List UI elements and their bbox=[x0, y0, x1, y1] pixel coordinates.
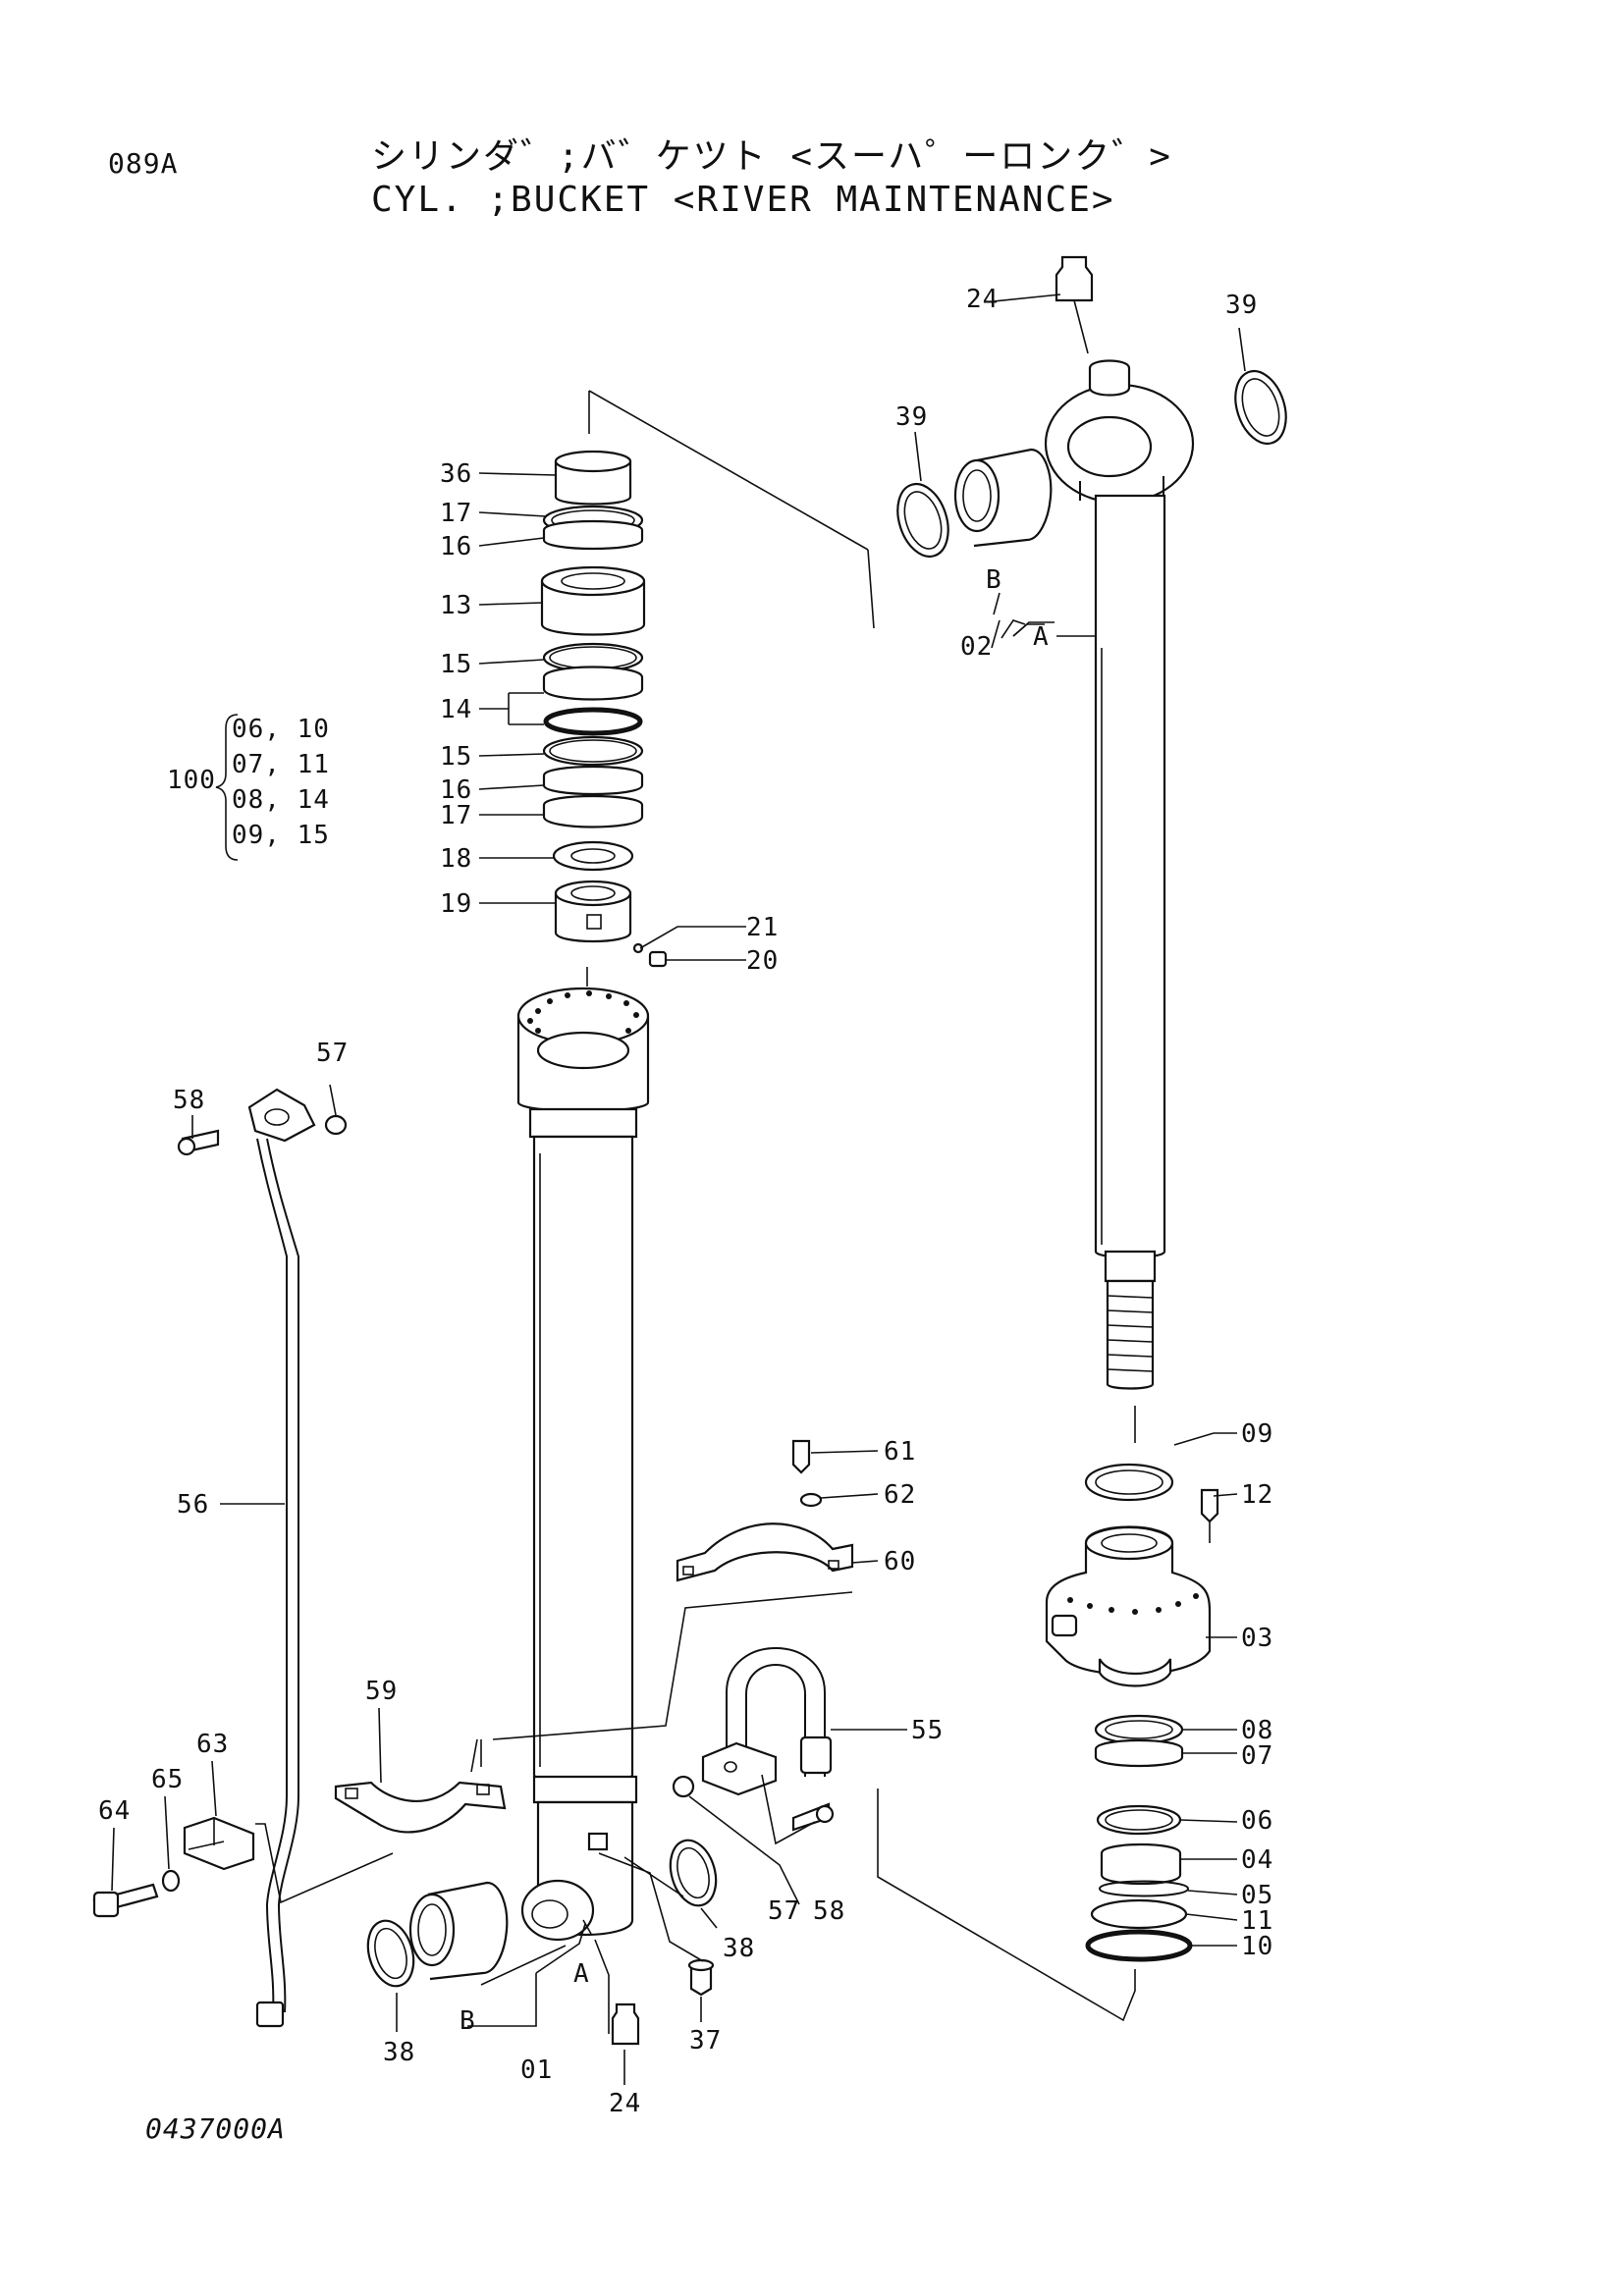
callout-09: 09 bbox=[1241, 1419, 1274, 1449]
seal-ring-09 bbox=[1084, 1463, 1174, 1502]
callout-17: 17 bbox=[440, 499, 473, 528]
leaders-bracket-63 bbox=[111, 1760, 394, 1904]
callout-16: 16 bbox=[440, 532, 473, 561]
title-english: CYL. ;BUCKET <RIVER MAINTENANCE> bbox=[371, 180, 1115, 220]
callout-58: 58 bbox=[173, 1086, 206, 1115]
callout-12: 12 bbox=[1241, 1480, 1274, 1510]
clamp-60 bbox=[676, 1439, 854, 1582]
seal-ring-38-left bbox=[366, 1919, 415, 1988]
callout-39: 39 bbox=[1225, 291, 1259, 320]
callout-14: 14 bbox=[440, 695, 473, 724]
piston-rod bbox=[1094, 494, 1166, 1390]
callout-38: 38 bbox=[383, 2038, 416, 2067]
leaders-hose-55 bbox=[688, 1729, 907, 1905]
title-japanese: シリンダ゛;バ゛ケツト <スーハ゜ーロンク゛> bbox=[371, 136, 1172, 177]
callout-07: 07 bbox=[1241, 1741, 1274, 1771]
callout-b: B bbox=[460, 2006, 476, 2036]
callout-06: 06 bbox=[1241, 1806, 1274, 1836]
callout-17: 17 bbox=[440, 801, 473, 830]
callout-62: 62 bbox=[884, 1480, 917, 1510]
callout-20: 20 bbox=[746, 946, 780, 976]
callout-19: 19 bbox=[440, 889, 473, 919]
callout-03: 03 bbox=[1241, 1624, 1274, 1653]
callout-65: 65 bbox=[151, 1765, 185, 1794]
seal-ring-39-right bbox=[1234, 370, 1287, 445]
kit-brace bbox=[215, 714, 239, 861]
callout-b: B bbox=[986, 565, 1002, 595]
callout-05: 05 bbox=[1241, 1881, 1274, 1910]
seal-ring-39-left bbox=[896, 483, 949, 558]
grease-fitting-24-bottom bbox=[611, 2002, 640, 2046]
callout-16: 16 bbox=[440, 775, 473, 805]
head-seal-stack bbox=[1085, 1714, 1193, 1962]
bracket-63-bolt-64 bbox=[92, 1816, 255, 1918]
grease-fitting-24-top bbox=[993, 255, 1094, 354]
hose-55 bbox=[672, 1647, 835, 1832]
callout-13: 13 bbox=[440, 591, 473, 620]
callout-15: 15 bbox=[440, 650, 473, 679]
callout-63: 63 bbox=[196, 1730, 230, 1759]
rod-end-eye bbox=[1044, 359, 1195, 505]
callout-15: 15 bbox=[440, 742, 473, 772]
pin-bushing-bottom bbox=[408, 1881, 509, 1981]
callout-11: 11 bbox=[1241, 1906, 1274, 1936]
leaders-clamp-59 bbox=[378, 1707, 478, 1784]
callout-59: 59 bbox=[365, 1677, 399, 1706]
callout-57: 57 bbox=[768, 1896, 801, 1926]
cylinder-head-03 bbox=[1045, 1488, 1219, 1687]
pipe-56 bbox=[177, 1088, 348, 2028]
callout-55: 55 bbox=[911, 1716, 945, 1745]
kit-item: 06, 10 bbox=[232, 715, 330, 744]
piston-stack bbox=[540, 390, 875, 987]
callout-39: 39 bbox=[895, 402, 929, 432]
leaders-head-03 bbox=[1134, 1406, 1238, 1638]
clamp-59 bbox=[334, 1781, 507, 1834]
leaders-piston-stack bbox=[478, 472, 746, 961]
callout-04: 04 bbox=[1241, 1845, 1274, 1875]
callout-08: 08 bbox=[1241, 1716, 1274, 1745]
callout-a: A bbox=[1033, 622, 1050, 652]
kit-item: 08, 14 bbox=[232, 785, 330, 815]
callout-18: 18 bbox=[440, 844, 473, 874]
kit-item: 07, 11 bbox=[232, 750, 330, 779]
callout-38: 38 bbox=[723, 1934, 756, 1963]
callout-58: 58 bbox=[813, 1896, 846, 1926]
leaders-bottom bbox=[396, 1852, 718, 2085]
callout-24: 24 bbox=[966, 285, 1000, 314]
pin-bushing-top bbox=[953, 448, 1053, 548]
callout-01: 01 bbox=[520, 2056, 554, 2085]
callout-60: 60 bbox=[884, 1547, 917, 1576]
callout-02: 02 bbox=[960, 632, 994, 662]
leaders-upper-right bbox=[914, 327, 1246, 649]
callout-57: 57 bbox=[316, 1039, 350, 1068]
drawing-number: 0437000A bbox=[145, 2112, 286, 2145]
kit-item: 09, 15 bbox=[232, 821, 330, 850]
callout-64: 64 bbox=[98, 1796, 132, 1826]
leaders-pipe-56 bbox=[191, 1084, 337, 1505]
callout-61: 61 bbox=[884, 1437, 917, 1467]
cylinder-tube bbox=[516, 987, 650, 1942]
plug-37 bbox=[687, 1958, 715, 1997]
callout-37: 37 bbox=[689, 2026, 723, 2056]
leaders-clamp-60 bbox=[480, 1450, 879, 1767]
callout-21: 21 bbox=[746, 913, 780, 942]
callout-a: A bbox=[573, 1959, 590, 1989]
kit-number: 100 bbox=[167, 766, 216, 795]
callout-36: 36 bbox=[440, 459, 473, 489]
callout-10: 10 bbox=[1241, 1932, 1274, 1961]
leaders-head-seals bbox=[877, 1729, 1238, 2022]
page-code: 089A bbox=[108, 147, 179, 180]
callout-56: 56 bbox=[177, 1490, 210, 1520]
callout-24: 24 bbox=[609, 2089, 642, 2118]
seal-ring-38-right bbox=[669, 1839, 718, 1907]
